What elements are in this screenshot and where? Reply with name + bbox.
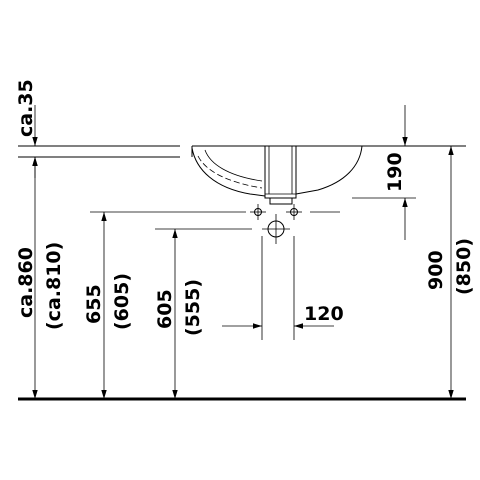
label-rim-height-alt: (ca.810) [43,242,65,330]
label-counter-height: 900 [425,250,447,290]
washbasin-outline [191,145,363,205]
label-trap-height-upper-alt: (605) [111,273,133,330]
dimension-labels: ca.35 ca.860 (ca.810) 655 (605) 605 (555… [15,79,475,336]
label-overflow-gap: ca.35 [15,79,37,137]
label-rim-height: ca.860 [15,247,37,318]
label-trap-height-lower-alt: (555) [182,279,204,336]
dimension-lines [32,105,454,399]
label-trap-height-lower: 605 [154,289,176,329]
water-connections [90,204,340,340]
label-tap-spacing: 120 [304,303,344,325]
label-basin-depth: 190 [384,152,406,192]
label-counter-height-alt: (850) [453,238,475,295]
countertop-lines [18,145,466,158]
label-trap-height-upper: 655 [83,284,105,324]
